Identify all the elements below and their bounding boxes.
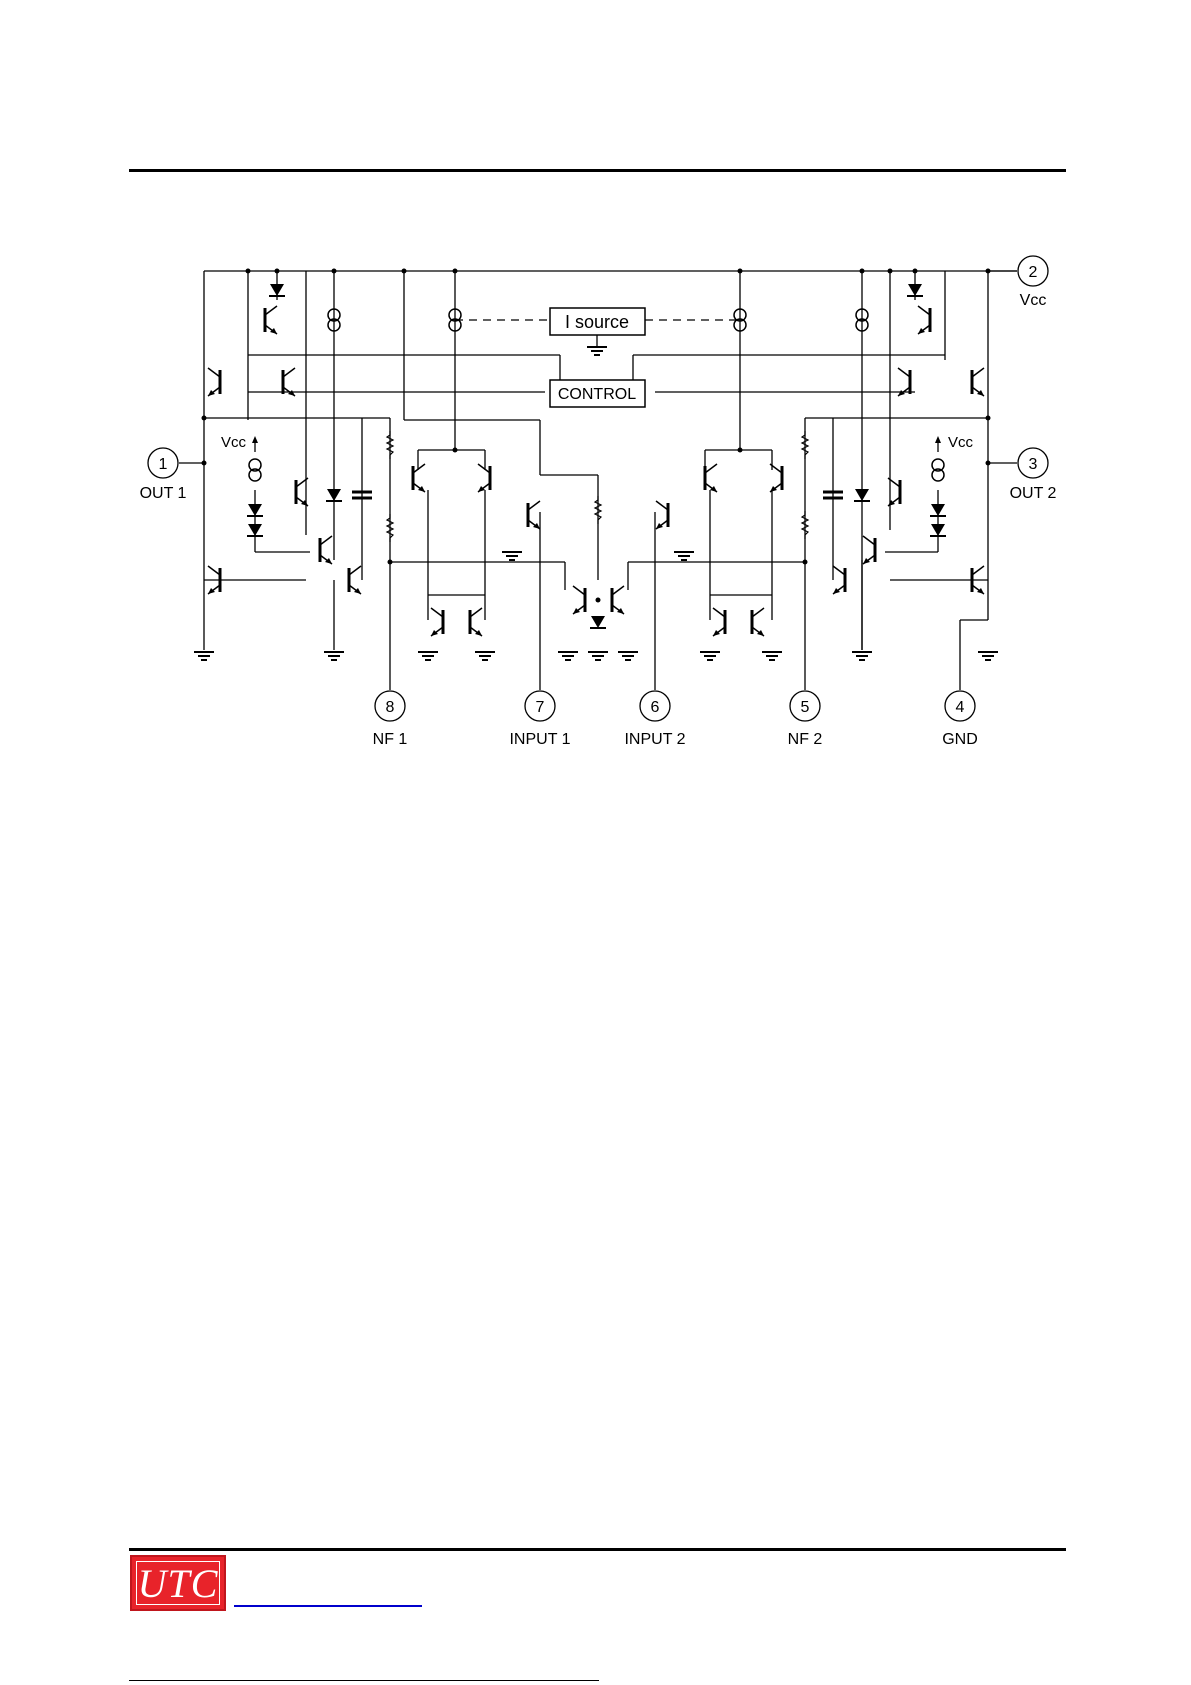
transistor-symbol (612, 586, 624, 614)
ground-symbol (762, 652, 782, 660)
ground-symbol (558, 652, 578, 660)
footer-rule (129, 1548, 1066, 1551)
svg-text:4: 4 (956, 699, 965, 716)
transistor-symbol (656, 501, 668, 529)
ground-symbol (194, 652, 214, 660)
svg-text:OUT 1: OUT 1 (140, 485, 187, 502)
ground-symbol (618, 652, 638, 660)
svg-text:3: 3 (1029, 456, 1038, 473)
diode-symbol (247, 504, 263, 516)
transistor-symbol (413, 464, 425, 492)
resistor-symbol (802, 431, 808, 459)
ground-symbol (418, 652, 438, 660)
transistor-symbol (265, 306, 277, 334)
svg-text:5: 5 (801, 699, 810, 716)
pin-4: 4 GND (942, 691, 978, 748)
transistor-symbol (320, 536, 332, 564)
pin-6: 6 INPUT 2 (624, 691, 685, 748)
transistor-symbol (431, 608, 443, 636)
resistor-symbol (387, 514, 393, 542)
transistor-symbol (478, 464, 490, 492)
diode-symbol (326, 489, 342, 501)
svg-text:NF 2: NF 2 (788, 731, 823, 748)
footer-link[interactable] (234, 1605, 422, 1607)
transistor-symbol (573, 586, 585, 614)
transistor-symbol (705, 464, 717, 492)
transistor-symbol (470, 608, 482, 636)
diode-symbol (930, 504, 946, 516)
diode-symbol (930, 524, 946, 536)
svg-text:1: 1 (159, 456, 168, 473)
svg-text:GND: GND (942, 731, 978, 748)
pin-2: 2 Vcc (988, 256, 1048, 309)
i-source-label: I source (565, 312, 629, 332)
resistor-symbol (595, 496, 601, 524)
diode-symbol (854, 489, 870, 501)
transistor-symbol (918, 306, 930, 334)
transistor-symbol (208, 368, 220, 396)
svg-text:OUT 2: OUT 2 (1010, 485, 1057, 502)
transistor-symbol (752, 608, 764, 636)
pin-7: 7 INPUT 1 (509, 691, 570, 748)
diode-symbol (247, 524, 263, 536)
utc-logo: UTC (130, 1555, 226, 1611)
current-source (932, 459, 944, 481)
diode-symbol (269, 284, 285, 296)
logo-text: UTC (132, 1560, 224, 1607)
ground-symbol (588, 652, 608, 660)
ground-symbol (978, 652, 998, 660)
transistor-symbol (863, 536, 875, 564)
resistor-symbol (802, 511, 808, 539)
pin-5: 5 NF 2 (788, 691, 823, 748)
diode-symbol (590, 616, 606, 628)
ground-symbol (700, 652, 720, 660)
svg-text:NF 1: NF 1 (373, 731, 408, 748)
svg-text:6: 6 (651, 699, 660, 716)
transistor-symbol (972, 368, 984, 396)
resistor-symbol (387, 431, 393, 459)
ground-symbol (674, 552, 694, 560)
transistor-symbol (349, 566, 361, 594)
transistor-symbol (713, 608, 725, 636)
svg-text:INPUT 1: INPUT 1 (509, 731, 570, 748)
svg-text:INPUT 2: INPUT 2 (624, 731, 685, 748)
page-edge-line (129, 1680, 599, 1681)
pin-1: 1 OUT 1 (140, 448, 187, 502)
vcc-label-right: Vcc (948, 434, 974, 451)
vcc-label-left: Vcc (221, 434, 247, 451)
diode-symbol (907, 284, 923, 296)
transistor-symbol (528, 501, 540, 529)
svg-text:8: 8 (386, 699, 395, 716)
transistor-symbol (833, 566, 845, 594)
pin-3: 3 OUT 2 (1010, 448, 1057, 502)
control-label: CONTROL (558, 386, 636, 403)
pin-8: 8 NF 1 (373, 691, 408, 748)
current-source (249, 459, 261, 481)
ground-symbol (852, 652, 872, 660)
ground-symbol (587, 347, 607, 355)
svg-text:2: 2 (1029, 264, 1038, 281)
ground-symbol (475, 652, 495, 660)
ground-symbol (502, 552, 522, 560)
svg-text:7: 7 (536, 699, 545, 716)
ground-symbol (324, 652, 344, 660)
svg-text:Vcc: Vcc (1020, 292, 1047, 309)
